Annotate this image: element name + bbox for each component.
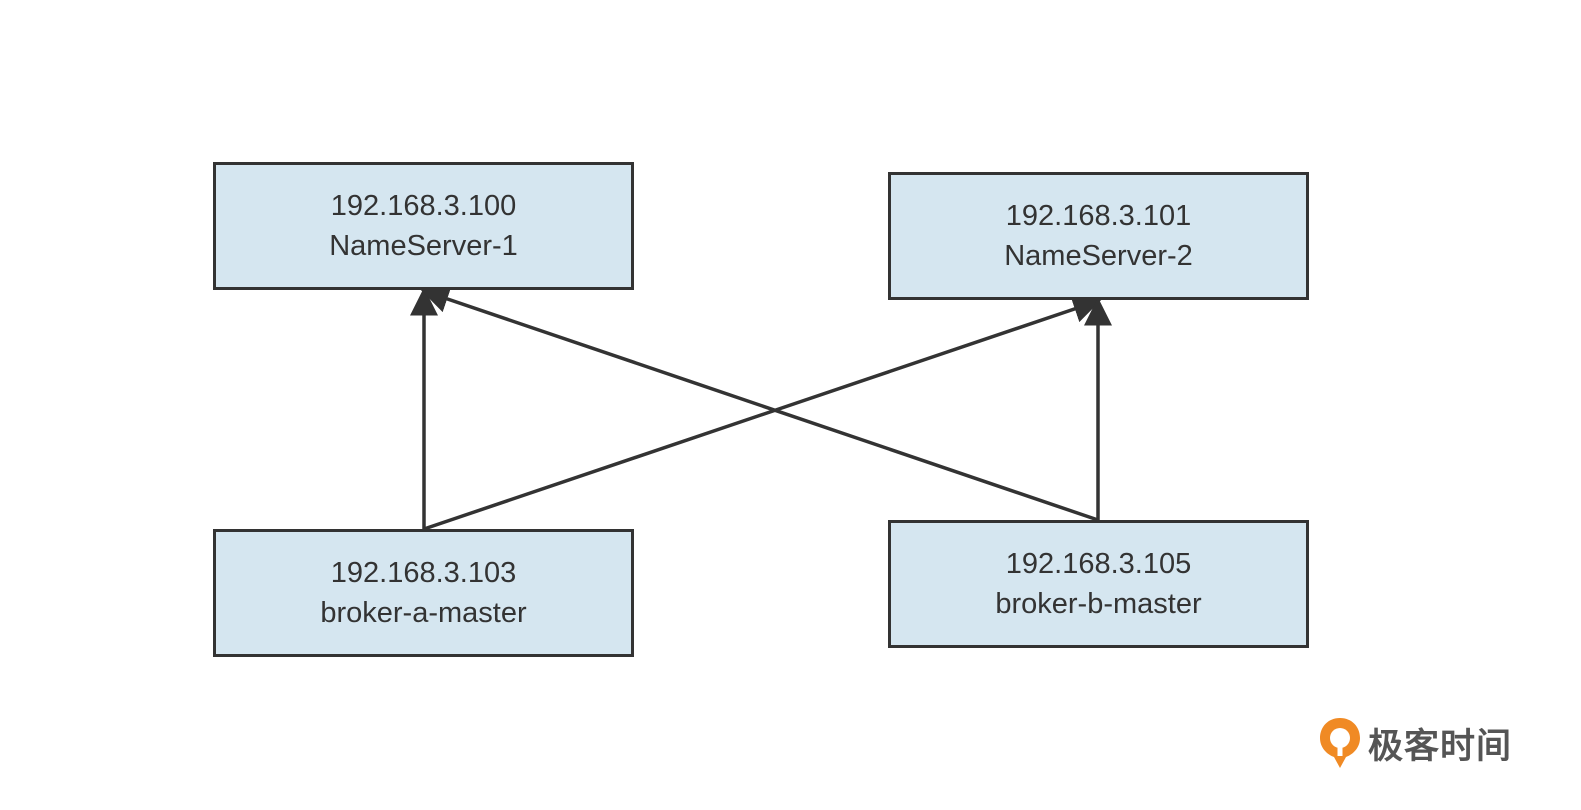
node-name: broker-a-master (320, 597, 527, 629)
edge-broker-b-to-nameserver-1 (420, 285, 1099, 522)
nameserver-1-node: 192.168.3.100 NameServer-1 (213, 162, 634, 290)
nameserver-2-node: 192.168.3.101 NameServer-2 (888, 172, 1309, 300)
edge-broker-a-to-nameserver-2 (423, 295, 1102, 531)
broker-a-master-node: 192.168.3.103 broker-a-master (213, 529, 634, 657)
broker-b-master-node: 192.168.3.105 broker-b-master (888, 520, 1309, 648)
node-ip: 192.168.3.105 (1005, 548, 1192, 580)
watermark-text: 极客时间 (1368, 726, 1513, 767)
geektime-watermark: 极客时间 (1318, 716, 1512, 770)
node-ip: 192.168.3.100 (330, 190, 517, 222)
node-ip: 192.168.3.103 (330, 557, 517, 589)
geektime-logo-icon (1320, 718, 1360, 768)
node-ip: 192.168.3.101 (1005, 200, 1192, 232)
node-name: NameServer-2 (1004, 240, 1193, 272)
node-name: NameServer-1 (329, 230, 518, 262)
node-name: broker-b-master (995, 588, 1202, 620)
